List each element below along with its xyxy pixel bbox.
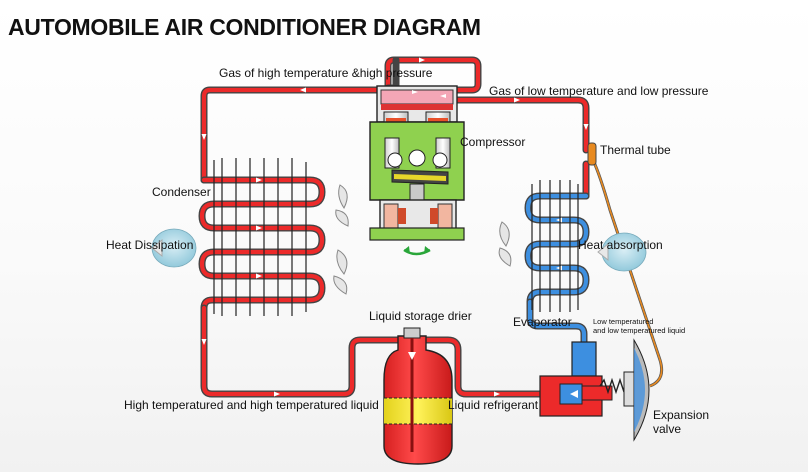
label-gas-high: Gas of high temperature &high pressure xyxy=(219,66,433,80)
label-heat-dissipation: Heat Dissipation xyxy=(106,238,193,252)
label-gas-low: Gas of low temperature and low pressure xyxy=(489,84,709,98)
label-liquid-storage-drier: Liquid storage drier xyxy=(369,309,472,323)
flow-arrows-hot xyxy=(201,57,500,397)
label-expansion: Expansion xyxy=(653,408,709,422)
labels: Gas of high temperature &high pressure G… xyxy=(106,66,709,436)
liquid-storage-drier xyxy=(383,327,453,465)
evaporator-fins xyxy=(531,180,579,312)
label-condenser: Condenser xyxy=(152,185,211,199)
label-heat-absorption: Heat absorption xyxy=(578,238,663,252)
label-thermal-tube: Thermal tube xyxy=(600,143,671,157)
heat-dissipation-icon xyxy=(151,228,197,268)
heat-absorption-icon xyxy=(597,232,647,272)
label-low-temp-1: Low temperatured xyxy=(593,317,653,326)
thermal-tube-bulb xyxy=(587,142,597,166)
label-high-temp-liquid: High temperatured and high temperatured … xyxy=(124,398,379,412)
thermal-capillary xyxy=(592,159,663,387)
label-compressor: Compressor xyxy=(460,135,525,149)
expansion-valve xyxy=(539,338,650,442)
label-evaporator: Evaporator xyxy=(513,315,572,329)
compressor xyxy=(369,85,465,256)
label-low-temp-2: and low temperatured liquid xyxy=(593,326,685,335)
fan-icon xyxy=(333,184,349,295)
fan-icon xyxy=(498,221,512,267)
label-liquid-refrigerant: Liquid refrigerant xyxy=(448,398,539,412)
condenser-fins xyxy=(213,158,307,316)
label-valve: valve xyxy=(653,422,681,436)
diagram-title: AUTOMOBILE AIR CONDITIONER DIAGRAM xyxy=(8,14,481,40)
high-pressure-pipe xyxy=(198,56,544,398)
